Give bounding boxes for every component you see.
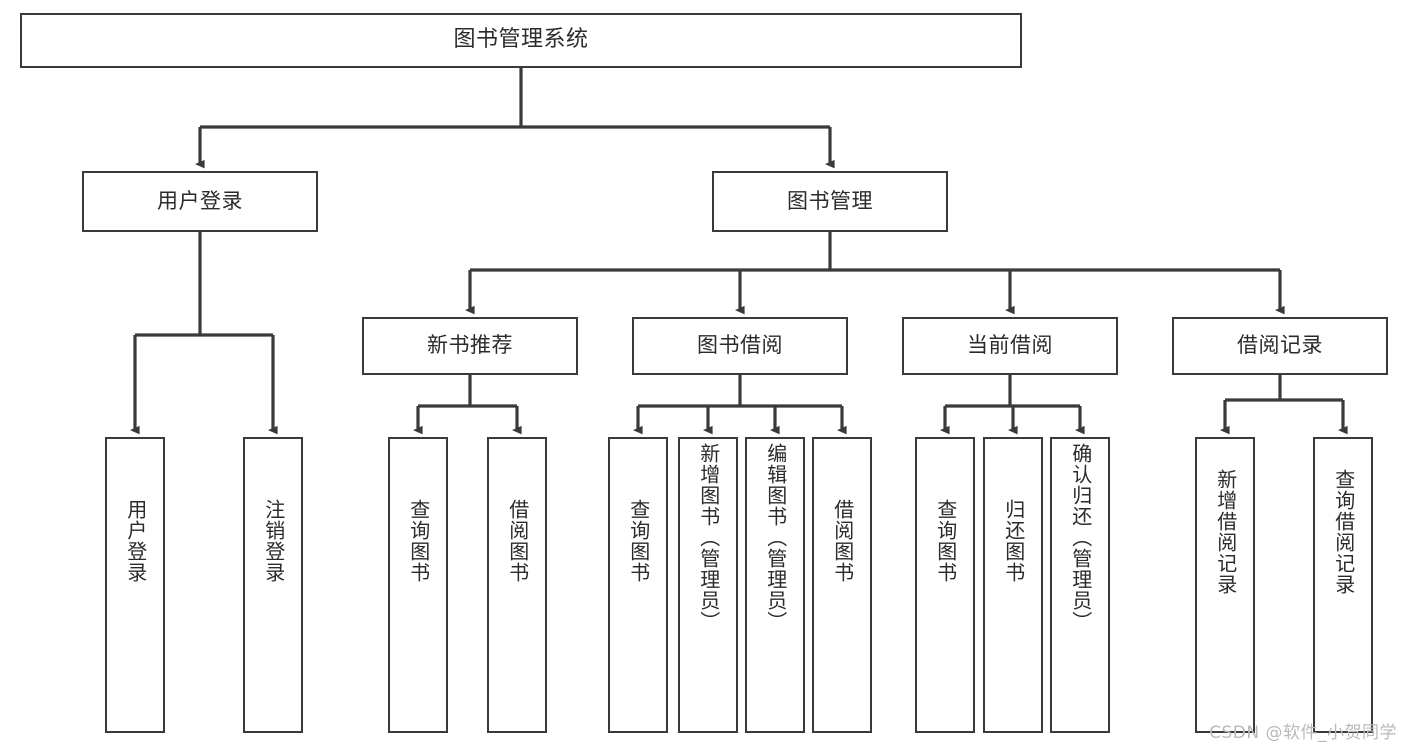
- node-label: 借阅图书: [830, 499, 855, 583]
- node-label: 当前借阅: [967, 333, 1053, 358]
- leaf-borrow-book[interactable]: 借阅图书: [812, 437, 872, 733]
- node-label: 用户登录: [123, 499, 148, 583]
- node-label: 查询图书: [406, 499, 431, 583]
- node-label: 归还图书: [1001, 499, 1026, 583]
- leaf-query-book-recommend[interactable]: 查询图书: [388, 437, 448, 733]
- node-root-system[interactable]: 图书管理系统: [20, 13, 1022, 68]
- node-label: 图书管理系统: [453, 27, 589, 53]
- leaf-edit-book-admin[interactable]: 编辑图书（管理员）: [745, 437, 805, 733]
- node-label: 图书借阅: [697, 333, 783, 358]
- node-label: 新增借阅记录: [1213, 469, 1238, 595]
- node-label: 查询图书: [626, 499, 651, 583]
- node-label: 新增图书（管理员）: [696, 443, 721, 632]
- csdn-watermark: CSDN @软件_小贺同学: [1209, 723, 1397, 743]
- node-label: 编辑图书（管理员）: [763, 443, 788, 632]
- node-book-borrow[interactable]: 图书借阅: [632, 317, 848, 375]
- leaf-borrow-book-recommend[interactable]: 借阅图书: [487, 437, 547, 733]
- node-label: 用户登录: [157, 188, 243, 213]
- node-label: 查询图书: [933, 499, 958, 583]
- node-label: 借阅记录: [1237, 333, 1323, 358]
- leaf-confirm-return-admin[interactable]: 确认归还（管理员）: [1050, 437, 1110, 733]
- node-label: 借阅图书: [505, 499, 530, 583]
- node-current-borrow[interactable]: 当前借阅: [902, 317, 1118, 375]
- leaf-query-book-current[interactable]: 查询图书: [915, 437, 975, 733]
- node-label: 确认归还（管理员）: [1068, 443, 1093, 632]
- leaf-query-borrow-record[interactable]: 查询借阅记录: [1313, 437, 1373, 733]
- leaf-logout[interactable]: 注销登录: [243, 437, 303, 733]
- node-book-management[interactable]: 图书管理: [712, 171, 948, 232]
- node-borrow-record[interactable]: 借阅记录: [1172, 317, 1388, 375]
- leaf-add-borrow-record[interactable]: 新增借阅记录: [1195, 437, 1255, 733]
- node-label: 图书管理: [787, 188, 873, 213]
- leaf-query-book-borrow[interactable]: 查询图书: [608, 437, 668, 733]
- node-label: 注销登录: [261, 499, 286, 583]
- leaf-user-login[interactable]: 用户登录: [105, 437, 165, 733]
- node-user-login[interactable]: 用户登录: [82, 171, 318, 232]
- node-label: 查询借阅记录: [1331, 469, 1356, 595]
- node-label: 新书推荐: [427, 333, 513, 358]
- leaf-return-book[interactable]: 归还图书: [983, 437, 1043, 733]
- leaf-add-book-admin[interactable]: 新增图书（管理员）: [678, 437, 738, 733]
- node-new-book-recommend[interactable]: 新书推荐: [362, 317, 578, 375]
